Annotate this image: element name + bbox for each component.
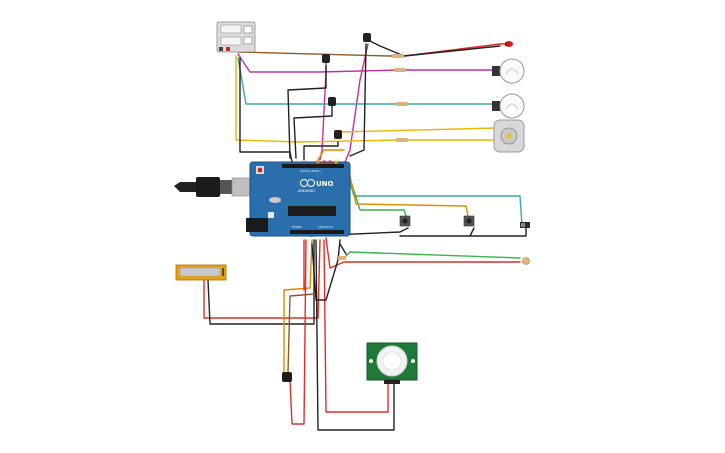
wire-black-lcd[interactable] [207, 239, 315, 325]
pushbutton-icon[interactable] [399, 215, 411, 227]
wire-green-button[interactable] [347, 171, 407, 217]
wire-black-led[interactable] [367, 39, 501, 57]
wire-brown[interactable] [237, 51, 401, 57]
wire-magenta-2[interactable] [319, 59, 327, 161]
wire-magenta-3[interactable] [344, 43, 369, 163]
wire-red-temp[interactable] [289, 239, 307, 425]
wire-yellow-1[interactable] [235, 55, 497, 143]
wire-black-4[interactable] [303, 141, 339, 161]
motor-icon[interactable] [493, 119, 525, 153]
board-brand-label: UNO [316, 180, 334, 188]
header-connectors [316, 160, 338, 164]
wire-black-pir[interactable] [315, 239, 395, 431]
wire-orange-1[interactable] [317, 149, 345, 161]
power-label: POWER [292, 225, 302, 229]
board-maker-label: ARDUINO [298, 189, 315, 193]
wire-red-ldr[interactable] [325, 237, 521, 269]
analog-label: ANALOG IN [318, 225, 332, 229]
wire-red-pir[interactable] [323, 239, 389, 413]
photoresistor-icon[interactable] [522, 257, 530, 265]
wire-black-pir-2[interactable] [311, 239, 341, 301]
wire-yellow-2[interactable] [339, 127, 497, 133]
power-supply-icon[interactable] [216, 21, 256, 53]
temperature-sensor-icon[interactable] [282, 372, 292, 382]
bulb-icon[interactable] [492, 58, 525, 84]
wire-black-3[interactable] [293, 105, 333, 159]
led-icon[interactable] [505, 41, 513, 47]
wire-red-lcd[interactable] [203, 239, 321, 319]
lcd-icon[interactable] [175, 264, 227, 281]
transistor-icon[interactable] [322, 33, 371, 139]
wire-orange-temp[interactable] [283, 239, 313, 373]
resistor-icon [338, 54, 408, 260]
pushbutton-icon[interactable] [463, 215, 475, 227]
wire-black-2[interactable] [287, 65, 327, 159]
digital-label: DIGITAL (PWM~) [300, 169, 322, 173]
wire-black-5[interactable] [349, 43, 367, 157]
wire-black-1[interactable] [239, 57, 293, 163]
wire-teal-right[interactable] [345, 169, 523, 227]
wire-green-ldr[interactable] [343, 251, 521, 259]
wire-brown-temp[interactable] [287, 293, 315, 373]
arduino-uno-board[interactable]: UNO ARDUINO DIGITAL (PWM~) ANALOG IN POW… [174, 161, 351, 237]
pir-sensor-icon[interactable] [366, 342, 418, 384]
switch-icon[interactable] [520, 222, 530, 228]
wire-black-ldr[interactable] [339, 243, 347, 255]
wire-orange-button[interactable] [349, 175, 469, 217]
wire-magenta-1[interactable] [237, 53, 493, 73]
bulb-icon[interactable] [492, 93, 525, 119]
